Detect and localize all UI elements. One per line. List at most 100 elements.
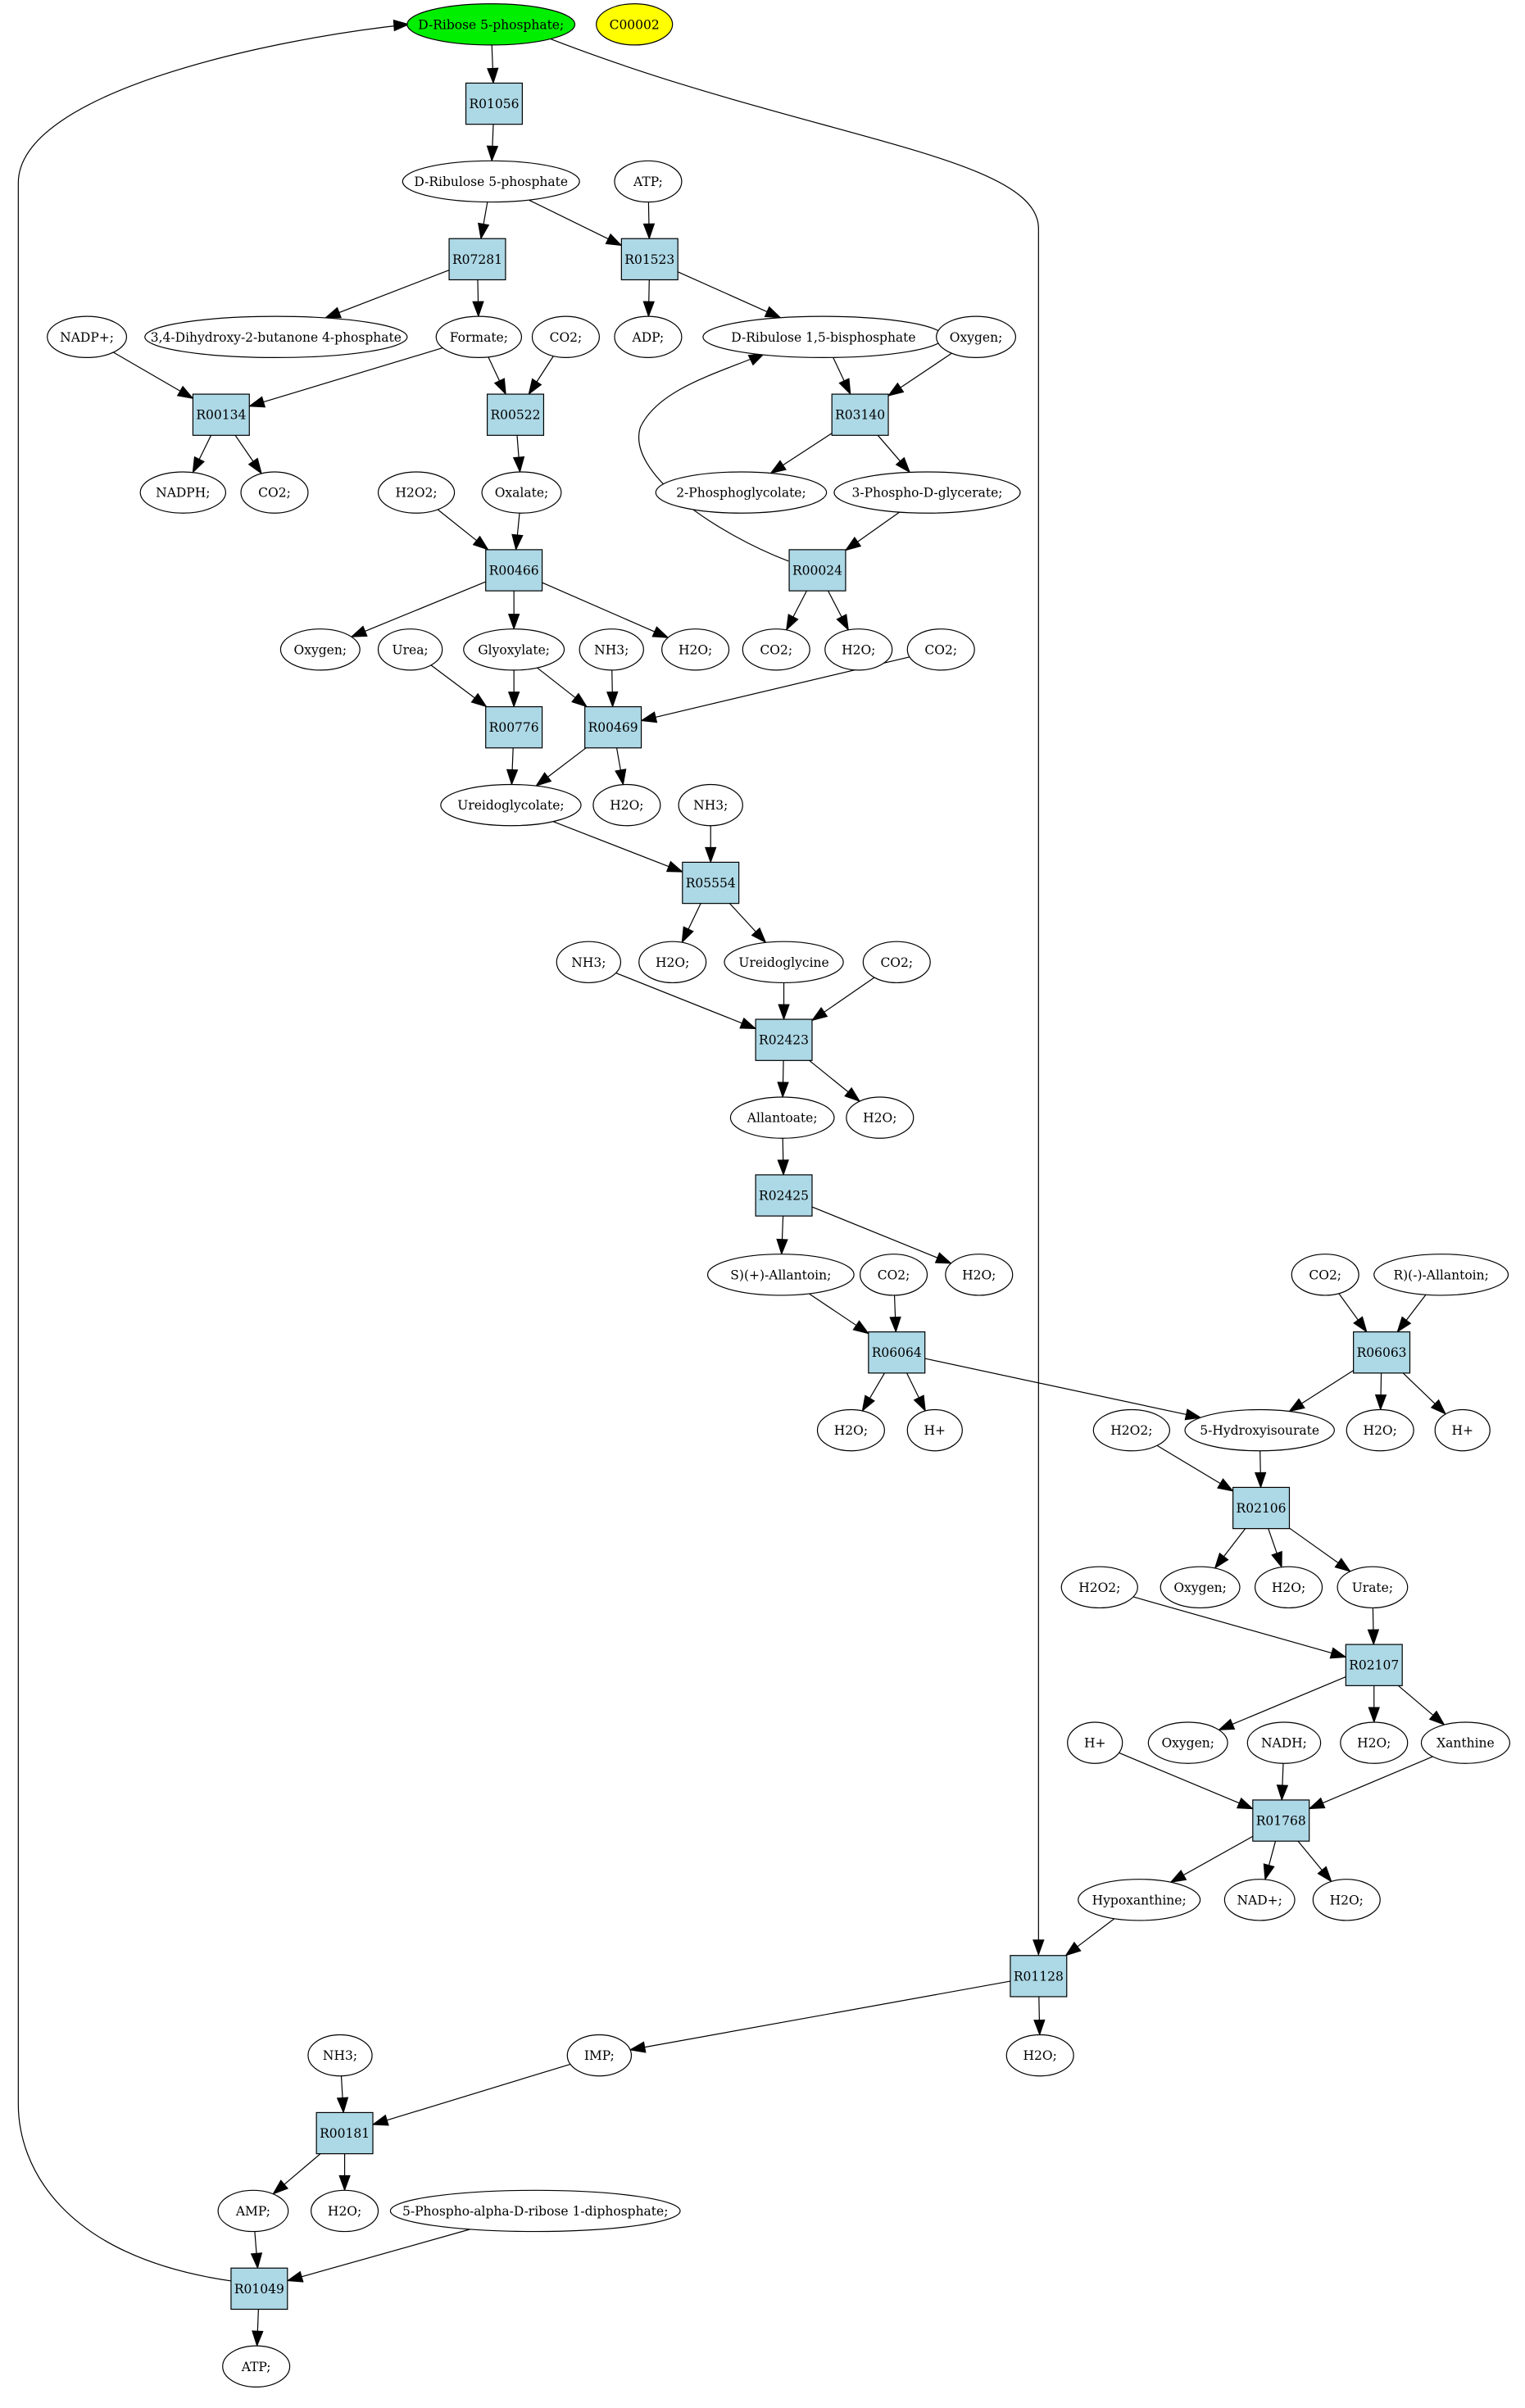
edge-r06063-to-hydroxyisourate — [1300, 1370, 1354, 1405]
compound-node-h2o2a[interactable]: H2O2; — [377, 471, 456, 514]
compound-node-h2oj[interactable]: H2O; — [1340, 1721, 1409, 1764]
reaction-node-r00776[interactable]: R00776 — [485, 705, 543, 749]
compound-node-oxygen2[interactable]: Oxygen; — [279, 628, 361, 671]
compound-node-h2od[interactable]: H2O; — [638, 941, 707, 984]
compound-node-co2c[interactable]: CO2; — [742, 628, 810, 671]
compound-node-h2ol[interactable]: H2O; — [1005, 2034, 1074, 2077]
reaction-node-r02107[interactable]: R02107 — [1345, 1644, 1403, 1686]
edge-prpp-to-r01049-arrowhead — [286, 2270, 304, 2283]
reaction-node-r05554[interactable]: R05554 — [682, 861, 740, 905]
compound-node-h2of[interactable]: H2O; — [945, 1254, 1014, 1296]
compound-node-h2oc[interactable]: H2O; — [592, 783, 661, 827]
compound-node-co2d[interactable]: CO2; — [906, 628, 975, 671]
reaction-node-r00522[interactable]: R00522 — [486, 393, 545, 436]
compound-node-hydroxyisourate[interactable]: 5-Hydroxyisourate — [1184, 1408, 1335, 1452]
compound-node-nadh[interactable]: NADH; — [1246, 1721, 1322, 1764]
reaction-node-r07281[interactable]: R07281 — [448, 238, 506, 281]
compound-node-oxygen1[interactable]: Oxygen; — [936, 315, 1017, 359]
edge-ribose5p-to-r01128 — [529, 29, 1039, 1955]
reaction-node-r02425[interactable]: R02425 — [755, 1174, 813, 1217]
reaction-node-r06063[interactable]: R06063 — [1353, 1331, 1411, 1374]
compound-node-oxalate[interactable]: Oxalate; — [481, 471, 562, 514]
compound-node-co2a[interactable]: CO2; — [531, 315, 600, 359]
compound-node-co2e[interactable]: CO2; — [862, 941, 931, 984]
reaction-node-r01768[interactable]: R01768 — [1252, 1799, 1310, 1842]
compound-node-urate[interactable]: Urate; — [1337, 1566, 1409, 1609]
compound-node-adp[interactable]: ADP; — [614, 315, 683, 359]
compound-node-rubp[interactable]: D-Ribulose 1,5-bisphosphate — [702, 315, 945, 359]
compound-node-allantoate[interactable]: Allantoate; — [729, 1096, 835, 1139]
reaction-node-r00134[interactable]: R00134 — [192, 393, 250, 436]
compound-node-formate[interactable]: Formate; — [435, 315, 523, 359]
reaction-box — [682, 861, 740, 905]
edge-r02106-to-oxygen3-arrowhead — [1214, 1552, 1229, 1570]
reaction-node-r01056[interactable]: R01056 — [465, 82, 523, 125]
edge-co2f-to-r06064-arrowhead — [889, 1316, 901, 1334]
compound-node-amp[interactable]: AMP; — [217, 2189, 289, 2233]
reaction-node-r01523[interactable]: R01523 — [620, 238, 679, 281]
compound-node-sallantoin[interactable]: S)(+)-Allantoin; — [706, 1254, 855, 1296]
compound-node-c00002[interactable]: C00002 — [596, 3, 674, 46]
compound-node-h2og[interactable]: H2O; — [816, 1408, 885, 1452]
compound-node-phosphoglycolate[interactable]: 2-Phosphoglycolate; — [655, 471, 828, 514]
compound-node-hplus3[interactable]: H+ — [1067, 1721, 1123, 1764]
compound-node-co2b[interactable]: CO2; — [240, 471, 309, 514]
compound-node-h2oh[interactable]: H2O; — [1346, 1408, 1414, 1452]
compound-node-hplus1[interactable]: H+ — [906, 1408, 963, 1452]
compound-ellipse — [1434, 1408, 1491, 1452]
compound-node-glyoxylate[interactable]: Glyoxylate; — [463, 628, 565, 671]
compound-node-hplus2[interactable]: H+ — [1434, 1408, 1491, 1452]
reaction-node-r00181[interactable]: R00181 — [315, 2111, 374, 2155]
compound-node-nadph[interactable]: NADPH; — [139, 471, 227, 514]
reaction-node-r01128[interactable]: R01128 — [1010, 1955, 1068, 1998]
compound-node-h2oi[interactable]: H2O; — [1255, 1566, 1323, 1609]
reaction-node-r02106[interactable]: R02106 — [1232, 1486, 1291, 1530]
edge-r01049-to-atp2 — [256, 2309, 259, 2333]
edge-nh3b-to-r05554-arrowhead — [705, 846, 717, 864]
compound-node-imp[interactable]: IMP; — [566, 2034, 633, 2077]
compound-node-h2ob[interactable]: H2O; — [824, 628, 893, 671]
compound-node-oxygen3[interactable]: Oxygen; — [1160, 1566, 1241, 1609]
compound-node-h2ok[interactable]: H2O; — [1312, 1879, 1381, 1921]
compound-node-nh3c[interactable]: NH3; — [556, 941, 622, 984]
reaction-node-r01049[interactable]: R01049 — [230, 2267, 288, 2311]
compound-node-ribulose5p[interactable]: D-Ribulose 5-phosphate — [402, 160, 580, 203]
reaction-node-r06064[interactable]: R06064 — [868, 1331, 926, 1374]
compound-node-xanthine[interactable]: Xanthine — [1420, 1721, 1510, 1764]
compound-node-rallantoin[interactable]: R)(-)-Allantoin; — [1373, 1254, 1509, 1296]
compound-node-atp1[interactable]: ATP; — [614, 160, 683, 203]
reaction-node-r03140[interactable]: R03140 — [831, 393, 889, 436]
compound-node-atp2[interactable]: ATP; — [222, 2345, 291, 2388]
edge-atp1-to-r01523 — [647, 202, 650, 226]
reaction-node-r02423[interactable]: R02423 — [755, 1018, 813, 1061]
compound-node-h2o2b[interactable]: H2O2; — [1092, 1408, 1170, 1452]
compound-node-dihydroxy[interactable]: 3,4-Dihydroxy-2-butanone 4-phosphate — [144, 315, 408, 359]
compound-node-h2oe[interactable]: H2O; — [846, 1096, 915, 1139]
compound-node-h2oa[interactable]: H2O; — [661, 628, 730, 671]
compound-node-nadp[interactable]: NADP+; — [47, 315, 128, 359]
compound-node-phosphoglycerate[interactable]: 3-Phospho-D-glycerate; — [833, 471, 1021, 514]
compound-node-hypoxanthine[interactable]: Hypoxanthine; — [1078, 1879, 1201, 1921]
compound-node-urea[interactable]: Urea; — [377, 628, 443, 671]
reaction-node-r00024[interactable]: R00024 — [788, 549, 846, 592]
reaction-node-r00469[interactable]: R00469 — [584, 705, 642, 749]
compound-node-oxygen4[interactable]: Oxygen; — [1147, 1721, 1228, 1764]
compound-node-ribose5p[interactable]: D-Ribose 5-phosphate; — [406, 3, 576, 46]
compound-node-ureidoglycolate[interactable]: Ureidoglycolate; — [440, 783, 582, 827]
edge-hplus3-to-r01768-arrowhead — [1236, 1797, 1255, 1810]
compound-node-nh3a[interactable]: NH3; — [579, 628, 644, 671]
edge-amp-to-r01049-arrowhead — [250, 2252, 263, 2270]
reaction-node-r00466[interactable]: R00466 — [485, 549, 543, 592]
compound-node-co2g[interactable]: CO2; — [1291, 1254, 1359, 1296]
compound-node-co2f[interactable]: CO2; — [860, 1254, 928, 1296]
compound-ellipse — [596, 3, 674, 46]
compound-node-nh3b[interactable]: NH3; — [678, 783, 743, 827]
compound-node-ureidoglycine[interactable]: Ureidoglycine — [724, 941, 844, 984]
compound-node-h2o2c[interactable]: H2O2; — [1060, 1566, 1138, 1609]
edge-xanthine-to-r01768 — [1321, 1756, 1433, 1804]
compound-node-h2om[interactable]: H2O; — [311, 2189, 379, 2233]
compound-node-nad[interactable]: NAD+; — [1223, 1879, 1296, 1921]
compound-node-nh3d[interactable]: NH3; — [307, 2034, 373, 2077]
compound-node-prpp[interactable]: 5-Phospho-alpha-D-ribose 1-diphosphate; — [389, 2189, 681, 2233]
